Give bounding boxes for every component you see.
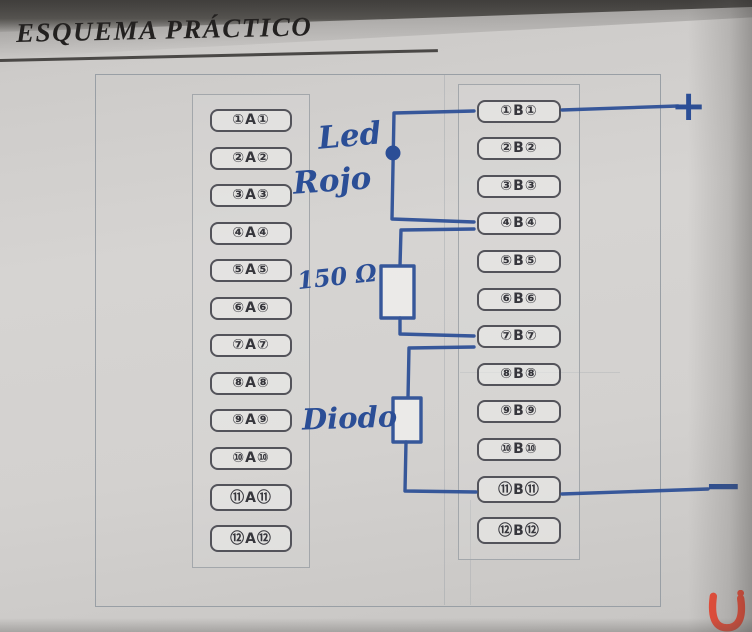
terminal-b-1: ①B① [477, 99, 561, 123]
terminal-b-9: ⑨B⑨ [477, 400, 561, 424]
terminal-a-1: ①A① [210, 109, 292, 133]
terminal-strip-b: ①B① ②B② ③B③ ④B④ ⑤B⑤ ⑥B⑥ ⑦B⑦ ⑧B⑧ ⑨B⑨ ⑩B⑩ … [458, 84, 580, 560]
led-color-label: Rojo [291, 160, 373, 202]
terminal-b-10: ⑩B⑩ [477, 438, 561, 462]
paper-ghost-line [470, 500, 471, 605]
terminal-a-6: ⑥A⑥ [210, 296, 292, 320]
led-label: Led [316, 115, 383, 157]
terminal-a-3: ③A③ [210, 184, 292, 208]
terminal-b-6: ⑥B⑥ [477, 287, 561, 311]
terminal-a-9: ⑨A⑨ [210, 409, 292, 433]
red-logo-icon [708, 590, 746, 632]
terminal-a-8: ⑧A⑧ [210, 371, 292, 395]
terminal-a-7: ⑦A⑦ [210, 334, 292, 358]
terminal-a-5: ⑤A⑤ [210, 259, 292, 283]
terminal-b-11: ⑪B⑪ [477, 475, 561, 503]
terminal-a-11: ⑪A⑪ [210, 483, 292, 511]
terminal-b-8: ⑧B⑧ [477, 362, 561, 386]
plus-symbol: + [671, 81, 706, 130]
terminal-a-10: ⑩A⑩ [210, 446, 292, 470]
schematic-frame [95, 74, 661, 607]
paper-ghost-line [444, 75, 445, 605]
terminal-a-12: ⑫A⑫ [210, 525, 292, 553]
terminal-b-7: ⑦B⑦ [477, 325, 561, 349]
page-right-shadow [688, 0, 752, 632]
paper-ghost-line [460, 372, 620, 373]
terminal-b-12: ⑫B⑫ [477, 517, 561, 545]
terminal-b-2: ②B② [477, 137, 561, 161]
terminal-strip-a: ①A① ②A② ③A③ ④A④ ⑤A⑤ ⑥A⑥ ⑦A⑦ ⑧A⑧ ⑨A⑨ ⑩A⑩ … [192, 94, 310, 568]
terminal-b-4: ④B④ [477, 212, 561, 236]
terminal-b-3: ③B③ [477, 174, 561, 198]
terminal-b-5: ⑤B⑤ [477, 250, 561, 274]
page-bottom-shadow [0, 618, 752, 632]
terminal-a-4: ④A④ [210, 221, 292, 245]
terminal-a-2: ②A② [210, 146, 292, 170]
diode-label: Diodo [301, 399, 398, 437]
minus-symbol: − [704, 458, 743, 512]
